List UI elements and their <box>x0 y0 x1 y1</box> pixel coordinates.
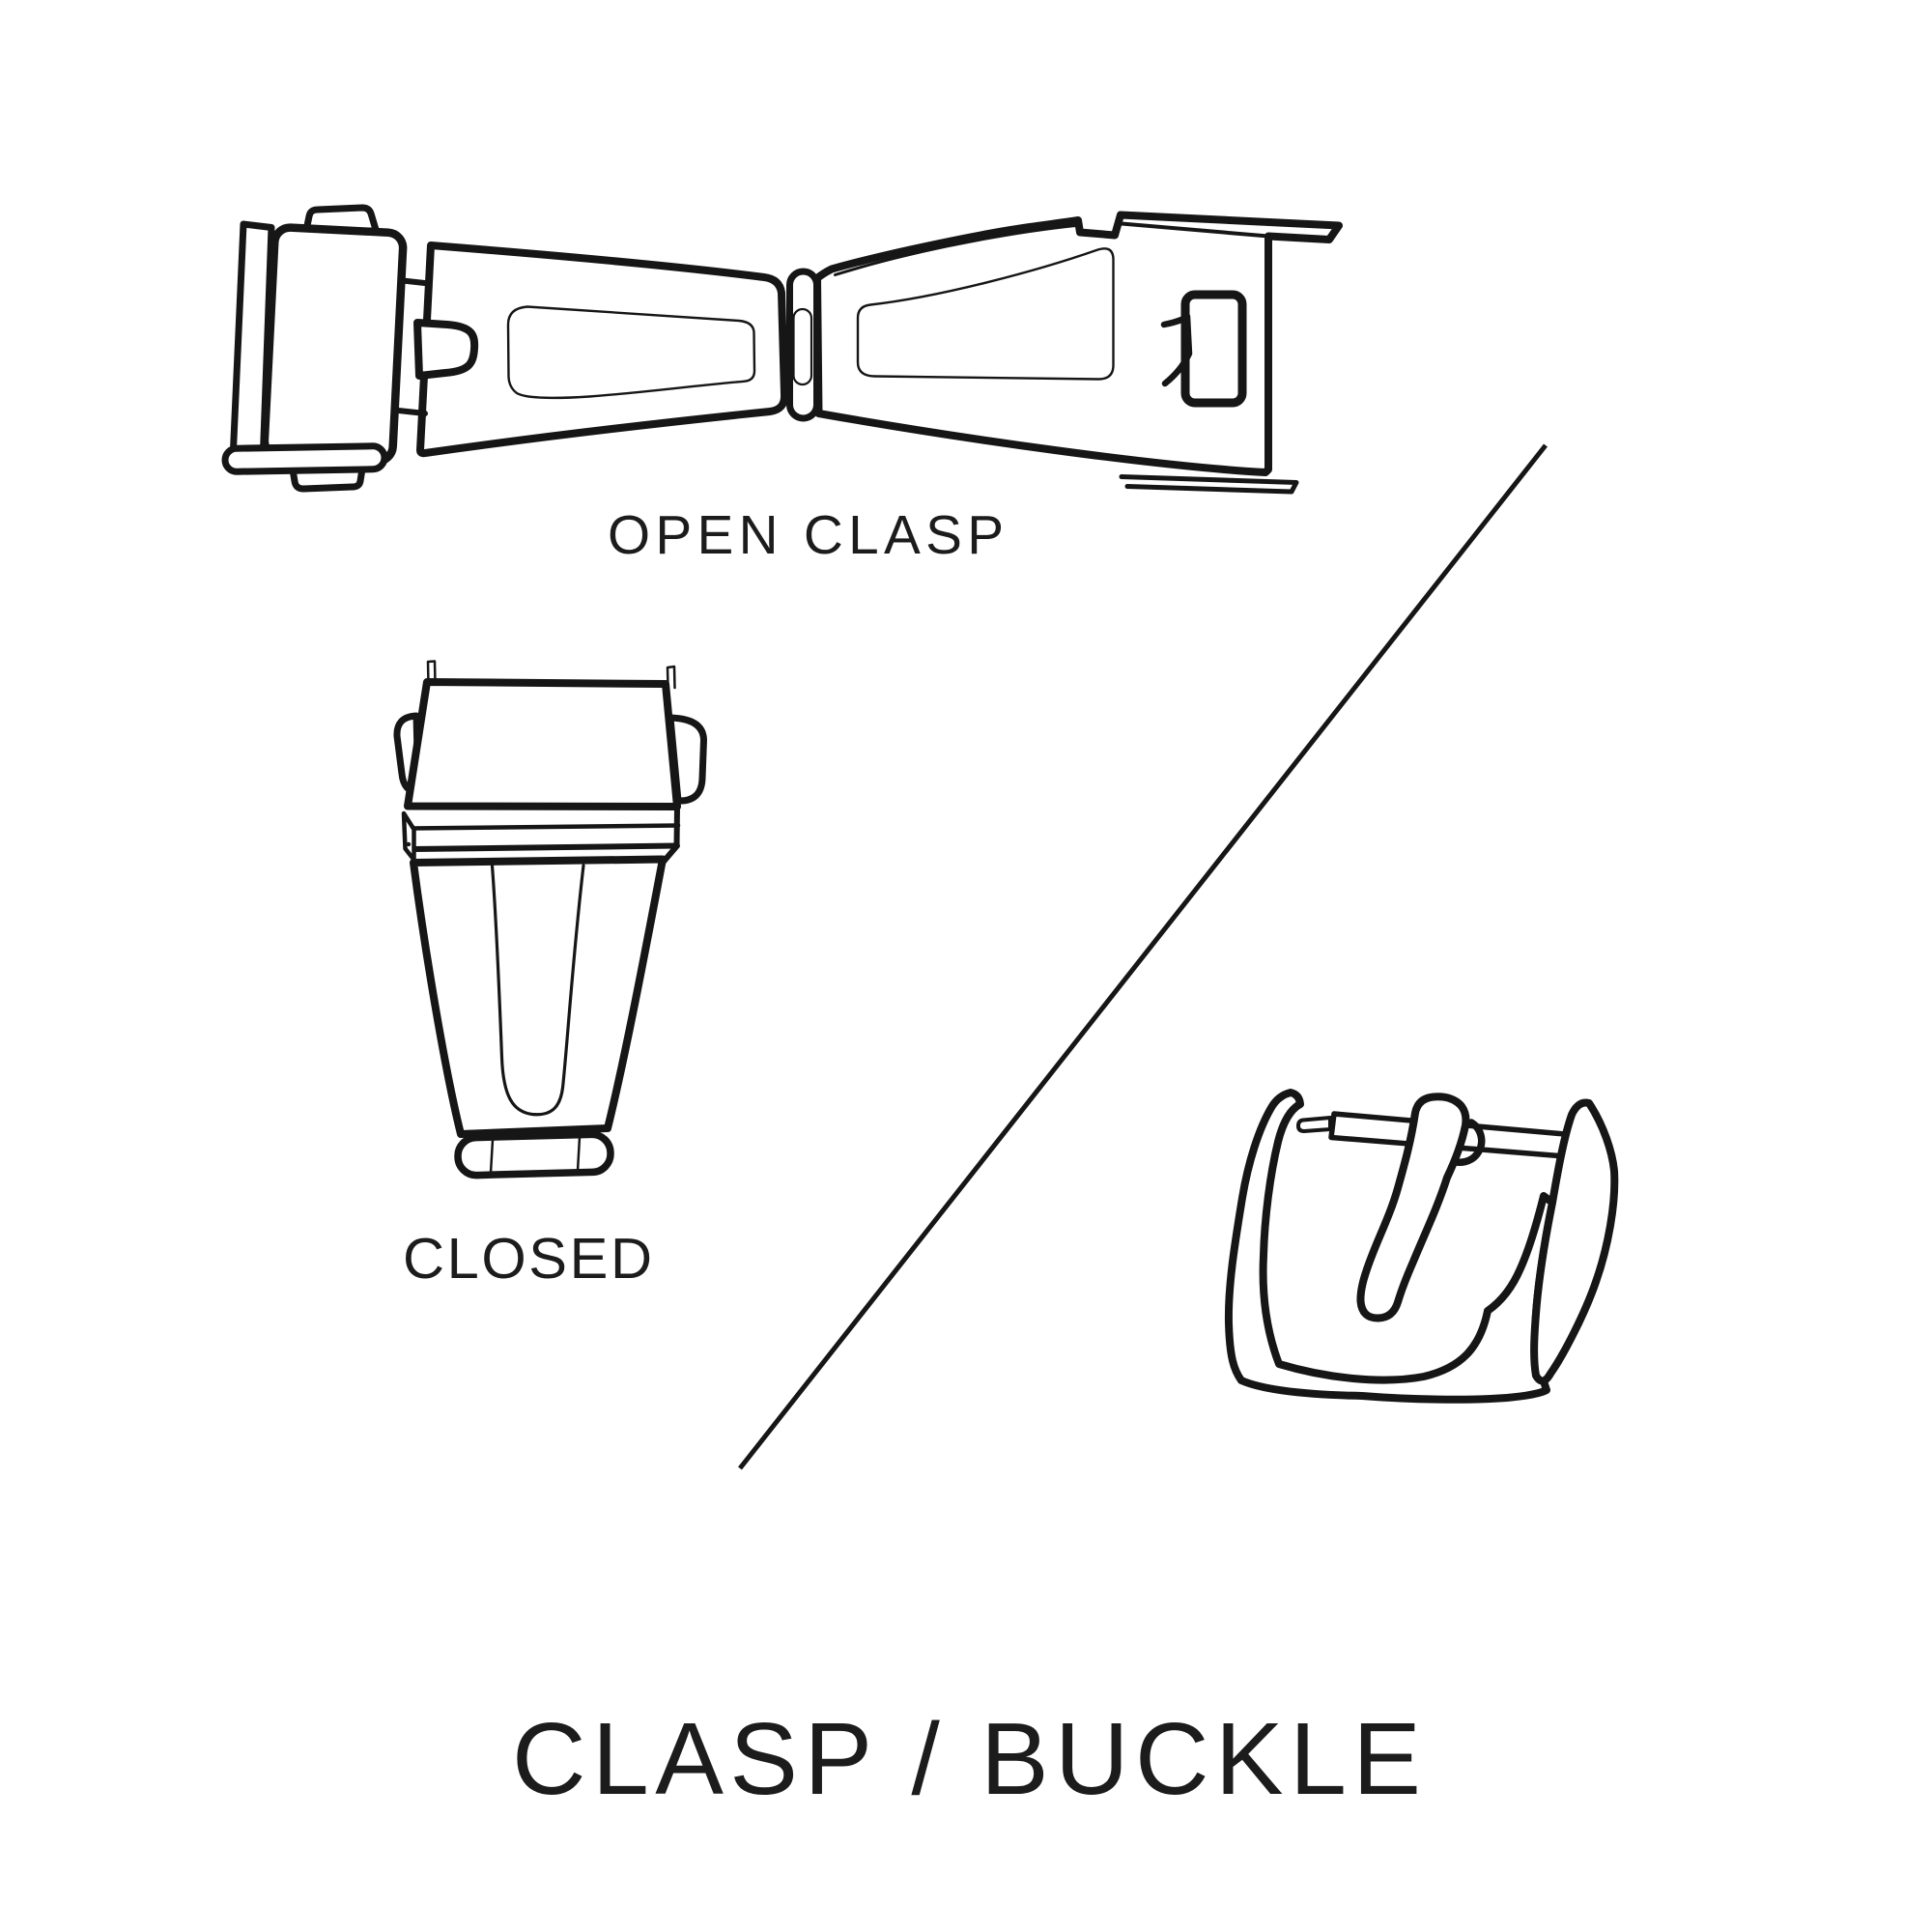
svg-text:CLASP / BUCKLE: CLASP / BUCKLE <box>512 1702 1421 1816</box>
svg-text:OPEN CLASP: OPEN CLASP <box>608 505 1004 566</box>
